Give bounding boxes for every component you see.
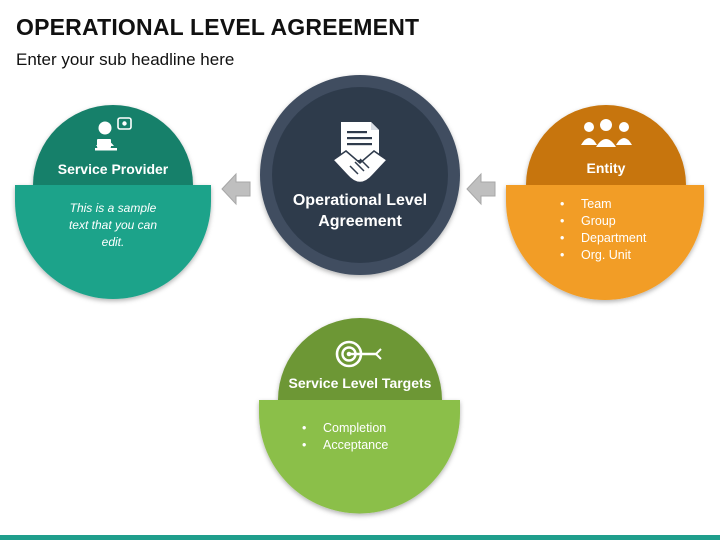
- page-subtitle: Enter your sub headline here: [16, 50, 235, 69]
- entity-title: Entity: [586, 160, 626, 176]
- center-label: Operational Level Agreement: [292, 192, 428, 230]
- service-provider-body: This is a sample text that you can edit.: [68, 201, 158, 249]
- list-item: Completion: [298, 420, 388, 437]
- group-of-people-icon: [581, 119, 632, 147]
- person-at-laptop-icon: [95, 117, 132, 151]
- arrow-left-icon: [221, 172, 251, 206]
- arrow-left-icon: [466, 172, 496, 206]
- target-with-arrow-icon: [335, 340, 382, 368]
- list-item: Department: [556, 230, 646, 247]
- list-item: Acceptance: [298, 437, 388, 454]
- list-item: Team: [556, 196, 646, 213]
- list-item: Org. Unit: [556, 247, 646, 264]
- list-item: Group: [556, 213, 646, 230]
- entity-list: Team Group Department Org. Unit: [556, 196, 646, 264]
- service-level-targets-list: Completion Acceptance: [298, 420, 388, 454]
- document-handshake-icon: [331, 122, 389, 184]
- page-title: OPERATIONAL LEVEL AGREEMENT: [16, 14, 420, 40]
- service-provider-title: Service Provider: [57, 161, 169, 177]
- service-level-targets-title: Service Level Targets: [288, 375, 432, 391]
- bottom-accent-bar: [0, 535, 720, 540]
